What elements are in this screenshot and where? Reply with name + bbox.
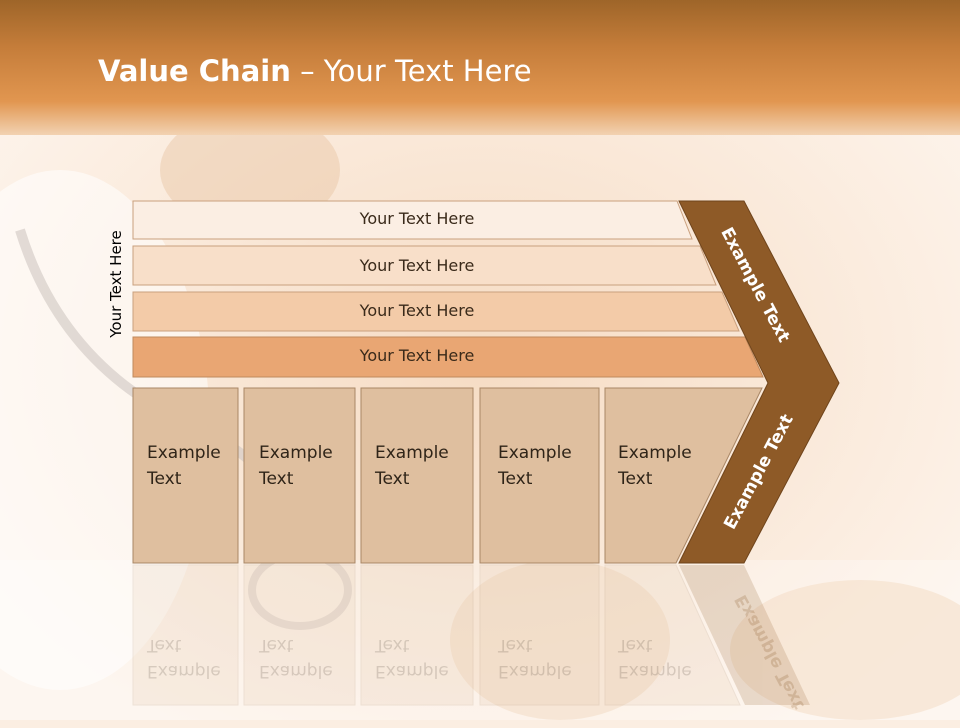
column-reflection-label-2: Example Text [259,632,333,684]
column-reflection-label-2-line2: Text [259,635,294,655]
row-label-3: Your Text Here [359,301,475,320]
row-bar-3 [132,291,740,332]
column-reflection-label-3-line1: Example [375,661,449,681]
row-bar-2 [132,245,717,286]
column-reflection-3 [360,564,474,706]
side-label: Your Text Here [107,230,125,338]
column-reflection-label-4-line1: Example [498,661,572,681]
slide-title: Value Chain – Your Text Here [98,54,532,88]
column-reflection-label-3: Example Text [375,632,449,684]
column-reflection-label-1-line1: Example [147,661,221,681]
column-box-4 [479,387,600,564]
column-label-4-line2: Text [498,469,533,489]
column-label-3-line2: Text [375,469,410,489]
column-label-3-line1: Example [375,443,449,463]
column-reflection-2 [243,564,356,706]
column-reflection-label-5-line2: Text [618,635,653,655]
column-label-5-line1: Example [618,443,692,463]
column-label-1-line2: Text [147,469,182,489]
reflection-group [132,564,810,706]
column-reflection-label-5-line1: Example [618,661,692,681]
column-reflection-label-2-line1: Example [259,661,333,681]
chevron-arrow [678,200,840,564]
row-bar-1 [132,200,693,240]
column-box-2 [243,387,356,564]
column-label-2-line2: Text [259,469,294,489]
column-reflection-5 [604,564,741,706]
row-bar-4 [132,336,764,378]
column-reflection-label-4-line2: Text [498,635,533,655]
column-reflection-label-3-line2: Text [375,635,410,655]
chevron-reflection [679,565,810,705]
column-reflection-4 [479,564,600,706]
column-reflection-1 [132,564,239,706]
row-label-1: Your Text Here [359,209,475,228]
column-box-3 [360,387,474,564]
column-label-4-line1: Example [498,443,572,463]
column-label-2-line1: Example [259,443,333,463]
column-reflection-label-1-line2: Text [147,635,182,655]
row-label-4: Your Text Here [359,346,475,365]
title-bold: Value Chain [98,54,291,88]
column-reflection-label-4: Example Text [498,632,572,684]
column-label-5-line2: Text [618,469,653,489]
title-rest: – Your Text Here [290,54,532,88]
header-band [0,0,960,135]
column-reflection-label-5: Example Text [618,632,692,684]
column-box-5 [604,387,763,564]
column-reflection-label-1: Example Text [147,632,221,684]
row-label-2: Your Text Here [359,256,475,275]
column-box-1 [132,387,239,564]
column-label-1-line1: Example [147,443,221,463]
